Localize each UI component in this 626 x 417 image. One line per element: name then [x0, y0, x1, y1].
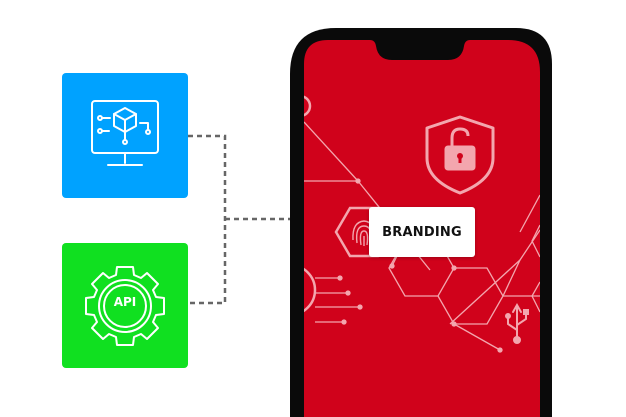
- branding-badge: BRANDING: [369, 207, 475, 257]
- branding-label: BRANDING: [382, 224, 462, 240]
- node-integration: [62, 73, 188, 198]
- node-api: [62, 243, 188, 368]
- monitor-cube-icon: [62, 73, 188, 198]
- usb-icon: [505, 302, 529, 344]
- api-gear-icon: [62, 243, 188, 368]
- api-label: API: [113, 295, 137, 309]
- lock-shield-icon: [425, 115, 495, 195]
